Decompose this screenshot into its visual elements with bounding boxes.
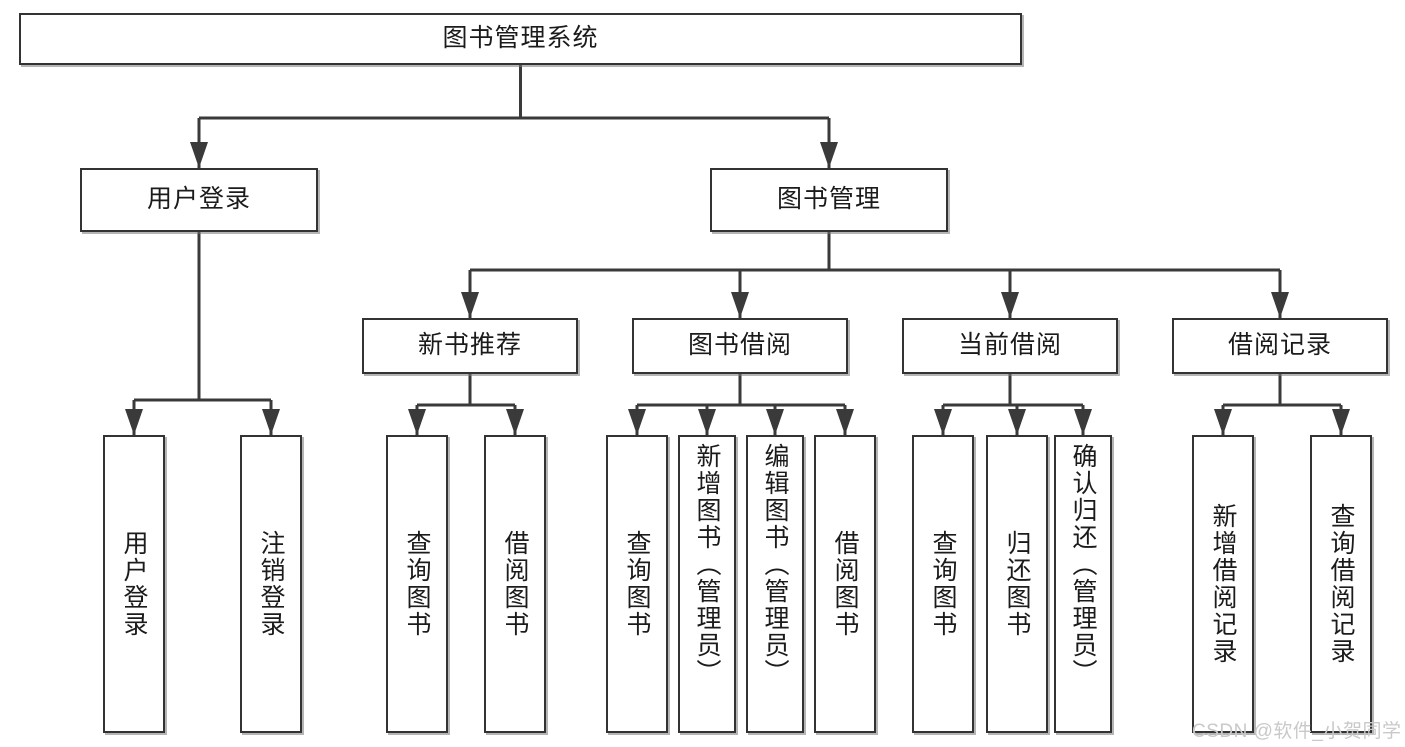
- node-new-book-recommend-label: 新书推荐: [417, 331, 522, 360]
- leaf-query-book-2-label: 查询图书: [623, 530, 651, 638]
- node-borrow-record-label: 借阅记录: [1227, 331, 1332, 360]
- leaf-user-login[interactable]: 用户登录: [103, 435, 165, 733]
- node-book-manage[interactable]: 图书管理: [710, 168, 948, 232]
- leaf-borrow-book-2-label: 借阅图书: [831, 530, 859, 638]
- node-user-login[interactable]: 用户登录: [80, 168, 318, 232]
- leaf-query-record-label: 查询借阅记录: [1327, 503, 1355, 665]
- leaf-add-book-label: 新增图书（管理员）: [693, 443, 721, 686]
- node-current-borrow-label: 当前借阅: [957, 331, 1062, 360]
- node-book-borrow-label: 图书借阅: [687, 331, 792, 360]
- node-book-borrow[interactable]: 图书借阅: [632, 318, 848, 374]
- node-root-label: 图书管理系统: [442, 24, 599, 53]
- leaf-query-book-2[interactable]: 查询图书: [606, 435, 668, 733]
- leaf-logout[interactable]: 注销登录: [240, 435, 302, 733]
- node-book-manage-label: 图书管理: [776, 185, 881, 214]
- leaf-query-book-3-label: 查询图书: [929, 530, 957, 638]
- node-current-borrow[interactable]: 当前借阅: [902, 318, 1118, 374]
- csdn-watermark: CSDN @软件_小贺同学: [1192, 721, 1402, 742]
- leaf-borrow-book-2[interactable]: 借阅图书: [814, 435, 876, 733]
- leaf-edit-book-label: 编辑图书（管理员）: [761, 443, 789, 686]
- leaf-add-record-label: 新增借阅记录: [1209, 503, 1237, 665]
- node-root[interactable]: 图书管理系统: [19, 13, 1022, 65]
- node-user-login-label: 用户登录: [146, 185, 251, 214]
- node-borrow-record[interactable]: 借阅记录: [1172, 318, 1388, 374]
- leaf-borrow-book-1[interactable]: 借阅图书: [484, 435, 546, 733]
- leaf-user-login-label: 用户登录: [120, 530, 148, 638]
- leaf-query-record[interactable]: 查询借阅记录: [1310, 435, 1372, 733]
- leaf-add-book[interactable]: 新增图书（管理员）: [678, 435, 736, 733]
- leaf-query-book-1[interactable]: 查询图书: [386, 435, 448, 733]
- leaf-confirm-return-label: 确认归还（管理员）: [1069, 443, 1097, 686]
- leaf-logout-label: 注销登录: [257, 530, 285, 638]
- leaf-query-book-1-label: 查询图书: [403, 530, 431, 638]
- leaf-edit-book[interactable]: 编辑图书（管理员）: [746, 435, 804, 733]
- leaf-add-record[interactable]: 新增借阅记录: [1192, 435, 1254, 733]
- node-new-book-recommend[interactable]: 新书推荐: [362, 318, 578, 374]
- leaf-query-book-3[interactable]: 查询图书: [912, 435, 974, 733]
- leaf-return-book[interactable]: 归还图书: [986, 435, 1048, 733]
- leaf-confirm-return[interactable]: 确认归还（管理员）: [1054, 435, 1112, 733]
- leaf-return-book-label: 归还图书: [1003, 530, 1031, 638]
- leaf-borrow-book-1-label: 借阅图书: [501, 530, 529, 638]
